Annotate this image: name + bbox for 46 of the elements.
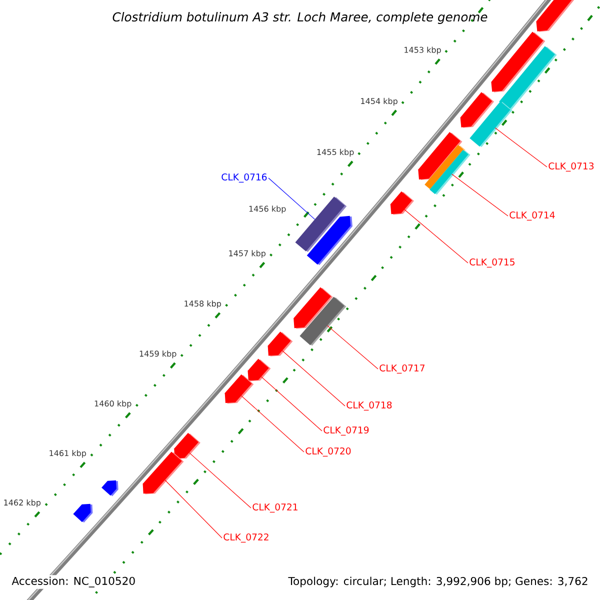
scale-label: 1457 kbp bbox=[229, 250, 266, 258]
gene-label: CLK_0718 bbox=[346, 401, 392, 411]
gene-box bbox=[499, 46, 557, 110]
info-text: Topology: circular; Length: 3,992,906 bp; Genes: 3,762 bbox=[286, 575, 590, 589]
gene-label: CLK_0719 bbox=[324, 426, 369, 436]
gene-block bbox=[224, 374, 254, 404]
scale-label: 1454 kbp bbox=[361, 98, 398, 106]
leader-line bbox=[404, 209, 468, 264]
title: Clostridium botulinum A3 str. Loch Maree, complete genome bbox=[112, 12, 488, 24]
gene-box bbox=[300, 296, 346, 346]
gene-label: CLK_0721 bbox=[252, 503, 298, 513]
gene-box bbox=[470, 101, 512, 148]
gene-label: CLK_0720 bbox=[306, 447, 351, 457]
gene-label: CLK_0713 bbox=[548, 162, 594, 172]
gene-block bbox=[102, 480, 118, 496]
leader-line bbox=[260, 376, 322, 432]
gene-block bbox=[268, 332, 293, 356]
leader-line bbox=[268, 178, 316, 220]
leader-line bbox=[327, 325, 378, 370]
scale-label: 1458 kbp bbox=[184, 300, 221, 308]
gene-block bbox=[390, 191, 414, 215]
gene-label: CLK_0715 bbox=[470, 258, 514, 268]
scale-label: 1462 kbp bbox=[4, 499, 41, 508]
gene-block bbox=[248, 358, 271, 382]
gene-block bbox=[536, 0, 576, 32]
leader-line bbox=[452, 174, 508, 216]
scale-label: 1453 kbp bbox=[404, 46, 441, 54]
scale-label: 1456 kbp bbox=[249, 206, 286, 214]
gene-block bbox=[142, 452, 184, 494]
scale-label: 1459 kbp bbox=[140, 350, 176, 358]
scale-label: 1455 kbp bbox=[317, 148, 354, 157]
leader-line bbox=[188, 452, 252, 508]
leader-line bbox=[240, 395, 304, 452]
scale-label: 1460 kbp bbox=[94, 400, 132, 408]
gene-block bbox=[73, 504, 93, 523]
gene-label: CLK_0717 bbox=[380, 364, 424, 374]
gene-label: CLK_0722 bbox=[224, 533, 268, 543]
gene-label: CLK_0716 bbox=[222, 173, 267, 183]
info-text: Accession: NC_010520 bbox=[10, 575, 138, 589]
gene-block bbox=[306, 216, 352, 266]
leader-line bbox=[282, 350, 346, 406]
leader-line bbox=[164, 480, 222, 538]
gene-block bbox=[174, 432, 200, 460]
scale-label: 1461 kbp bbox=[50, 450, 86, 458]
leader-line bbox=[494, 128, 548, 168]
gene-label: CLK_0714 bbox=[510, 211, 555, 221]
